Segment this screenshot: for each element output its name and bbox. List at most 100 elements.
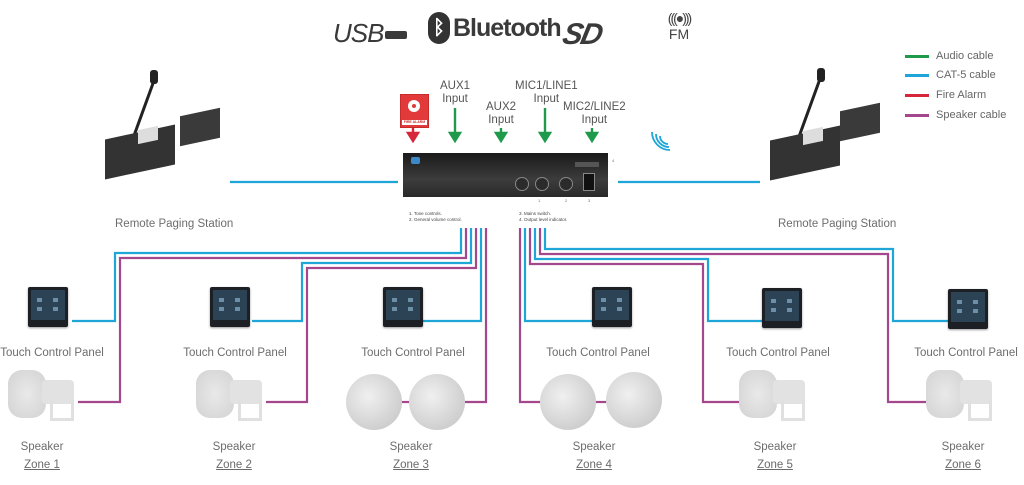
input-type: Input [581, 114, 608, 126]
fire-alarm-icon: FIRE ALARM [400, 94, 429, 128]
input-type: Input [533, 93, 560, 105]
touch-panel-zone3[interactable] [383, 287, 423, 327]
level-indicator [575, 162, 599, 167]
sd-logo-text: SD [559, 18, 605, 51]
speaker-cable-zone1 [78, 228, 468, 404]
horn-mouth [196, 370, 234, 418]
horn-mouth [926, 370, 964, 418]
usb-plug-icon [385, 31, 408, 40]
legend-label: Audio cable [936, 50, 994, 62]
speaker-cable-zone2 [266, 228, 478, 404]
ceiling-speaker-zone4-b [606, 372, 662, 428]
horn-mouth [8, 370, 46, 418]
horn-body [42, 380, 74, 404]
horn-bracket [781, 400, 805, 421]
mic-head [817, 68, 825, 82]
zone-label-4: Zone 4 [576, 459, 612, 471]
volume-knob[interactable] [559, 177, 573, 191]
touch-panel-label-zone6: Touch Control Panel [914, 347, 1018, 359]
input-name: AUX1 [440, 80, 471, 92]
cat5-cable-zone4 [523, 228, 592, 323]
speaker-cable-zone5 [528, 228, 740, 404]
cat5-cable-zone5 [533, 228, 762, 323]
mains-switch[interactable] [583, 173, 595, 191]
input-name: AUX2 [486, 101, 517, 113]
legend-swatch [905, 93, 929, 97]
touch-panel-zone5[interactable] [762, 288, 802, 328]
usb-logo-text: USB [333, 18, 384, 48]
speaker-label-zone4: Speaker [572, 441, 616, 453]
callout-2: 2 [565, 198, 568, 203]
horn-speaker-zone6 [926, 370, 996, 422]
note-general-volume: 2. General volume control. [409, 217, 462, 222]
panel-screen [31, 290, 65, 320]
paging-station-right-label: Remote Paging Station [778, 218, 897, 230]
input-type: Input [488, 114, 514, 126]
legend-label: CAT-5 cable [936, 69, 996, 81]
cat5-cable-zone2 [252, 228, 473, 323]
legend-swatch [905, 54, 929, 58]
note-mains-switch: 3. Mains switch. [519, 211, 552, 216]
panel-screen [386, 290, 420, 320]
panel-screen [595, 290, 629, 320]
mixer-amplifier [403, 153, 608, 197]
usb-logo: USB [333, 18, 408, 49]
speaker-cable-zone6 [538, 228, 928, 404]
fm-logo-text: FM [668, 26, 690, 42]
tone-knob-1[interactable] [515, 177, 529, 191]
touch-panel-label-zone2: Touch Control Panel [183, 347, 287, 359]
note-output-level: 4. Output level indicator. [519, 217, 568, 222]
input-name: MIC2/LINE2 [563, 101, 626, 113]
cat5-cable-zone3 [423, 228, 483, 323]
horn-body [773, 380, 805, 404]
legend-item-cat5: CAT-5 cable [905, 68, 996, 82]
cat5-cable-zone1 [72, 228, 463, 323]
legend-label: Speaker cable [936, 109, 1007, 121]
touch-panel-zone1[interactable] [28, 287, 68, 327]
paging-station-right [765, 65, 900, 181]
legend-item-speaker: Speaker cable [905, 108, 1006, 122]
fire-alarm-label: FIRE ALARM [402, 120, 427, 125]
horn-mouth [739, 370, 777, 418]
amp-notes-right: 3. Mains switch. 4. Output level indicat… [519, 211, 567, 223]
brand-logo-icon [411, 157, 420, 164]
horn-bracket [50, 400, 74, 421]
alarm-button-center [412, 104, 416, 108]
panel-screen [765, 291, 799, 321]
legend-item-fire-alarm: Fire Alarm [905, 88, 986, 102]
touch-panel-label-zone1: Touch Control Panel [0, 347, 104, 359]
horn-bracket [238, 400, 262, 421]
panel-screen [951, 292, 985, 322]
input-type: Input [442, 93, 468, 105]
callout-4: 4 [612, 158, 615, 163]
legend-swatch [905, 73, 929, 77]
speaker-label-zone2: Speaker [212, 441, 256, 453]
speaker-label-zone3: Speaker [389, 441, 433, 453]
extension-module [180, 107, 220, 147]
zone-label-2: Zone 2 [216, 459, 252, 471]
zone-label-6: Zone 6 [945, 459, 981, 471]
paging-station-left-label: Remote Paging Station [115, 218, 234, 230]
bluetooth-icon: ᛒ [428, 12, 450, 44]
ceiling-speaker-zone4-a [540, 374, 596, 430]
bluetooth-logo: ᛒ Bluetooth [428, 12, 562, 44]
touch-panel-label-zone3: Touch Control Panel [361, 347, 465, 359]
fm-logo: (((●))) FM [651, 10, 707, 42]
horn-bracket [968, 400, 992, 421]
horn-speaker-zone1 [8, 370, 78, 422]
panel-screen [213, 290, 247, 320]
touch-panel-label-zone4: Touch Control Panel [546, 347, 650, 359]
tone-knob-2[interactable] [535, 177, 549, 191]
touch-panel-zone2[interactable] [210, 287, 250, 327]
paging-station-left [100, 70, 235, 185]
bluetooth-logo-text: Bluetooth [453, 13, 562, 42]
legend-swatch [905, 113, 929, 117]
wireless-icon [651, 131, 671, 151]
touch-panel-zone6[interactable] [948, 289, 988, 329]
touch-panel-zone4[interactable] [592, 287, 632, 327]
note-tone-controls: 1. Tone controls. [409, 211, 442, 216]
